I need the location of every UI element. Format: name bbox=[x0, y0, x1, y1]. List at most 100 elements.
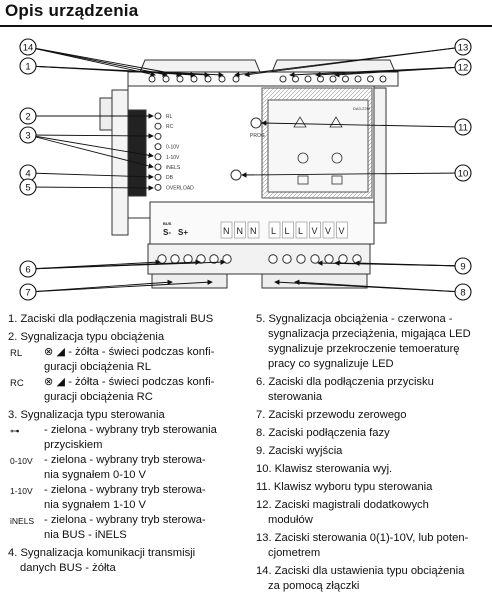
terminal-label-box bbox=[220, 221, 233, 239]
terminal-label: S- bbox=[163, 228, 171, 237]
top-screw bbox=[379, 75, 387, 83]
list-item-6-a: 6. Zaciski dla podłączenia przycisku bbox=[256, 376, 434, 388]
top-screw bbox=[279, 75, 287, 83]
callout-circle bbox=[454, 58, 472, 76]
callout-number: 3 bbox=[25, 131, 30, 142]
terminal-label-box bbox=[268, 221, 281, 239]
list-item-3: 3. Sygnalizacja typu sterowania bbox=[8, 409, 165, 421]
top-screw bbox=[232, 75, 240, 83]
callout-circle bbox=[454, 257, 472, 275]
v010-label: 0-10V bbox=[10, 456, 33, 466]
status-led bbox=[154, 163, 162, 171]
push-text-a: - zielona - wybrany tryb sterowania bbox=[44, 424, 217, 436]
list-item-13-b: cjometrem bbox=[268, 547, 321, 559]
inels-text-b: nia BUS - iNELS bbox=[44, 529, 127, 541]
bottom-screw bbox=[338, 254, 348, 264]
callout-leader bbox=[354, 260, 464, 267]
top-screw bbox=[162, 75, 170, 83]
led-label: RC bbox=[166, 124, 174, 130]
callout-leader bbox=[244, 46, 464, 78]
panel-code: DA3-22M bbox=[353, 106, 370, 111]
list-item-14-a: 14. Zaciski dla ustawienia typu obciążen… bbox=[256, 565, 465, 577]
callout-circle bbox=[454, 164, 472, 182]
output-button bbox=[230, 169, 242, 181]
callout-number: 2 bbox=[25, 112, 30, 123]
top-screw bbox=[317, 75, 324, 83]
list-item-10: 10. Klawisz sterowania wyj. bbox=[256, 463, 393, 475]
status-led bbox=[154, 143, 162, 151]
rl-row: RL ⊗ ◢ - żółta - świeci podczas konfi-gu… bbox=[8, 345, 250, 375]
callout-circle bbox=[454, 283, 472, 301]
bottom-screw bbox=[268, 254, 278, 264]
inels-row: iNELS - zielona - wybrany tryb sterowa-n… bbox=[8, 513, 250, 543]
terminal-label: S+ bbox=[178, 228, 188, 237]
v110-label: 1-10V bbox=[10, 486, 33, 496]
top-screw bbox=[304, 75, 312, 83]
device-body bbox=[99, 59, 399, 289]
list-item-4-b: danych BUS - żółta bbox=[20, 562, 116, 574]
title-underline bbox=[0, 25, 492, 27]
terminal-label-box bbox=[309, 221, 321, 239]
callout-leader bbox=[27, 279, 213, 293]
terminal-label: BUS bbox=[163, 221, 172, 226]
v110-text-a: - zielona - wybrany tryb sterowa- bbox=[44, 484, 206, 496]
push-text-b: przyciskiem bbox=[44, 439, 103, 451]
terminal-letter: N bbox=[223, 226, 230, 236]
list-item-6-b: sterowania bbox=[268, 391, 323, 403]
list-item-5-d: pracy co sygnalizuje LED bbox=[268, 358, 394, 370]
list-item-9: 9. Zaciski wyjścia bbox=[256, 445, 343, 457]
top-screw bbox=[190, 75, 198, 83]
rl-label: RL bbox=[10, 348, 23, 359]
top-screw bbox=[148, 75, 156, 83]
callout-circle bbox=[19, 178, 37, 196]
callout-number: 5 bbox=[25, 183, 30, 194]
list-item-14-b: za pomocą złączki bbox=[268, 580, 360, 592]
inels-label: iNELS bbox=[10, 516, 35, 526]
inels-text-a: - zielona - wybrany tryb sterowa- bbox=[44, 514, 206, 526]
callout-leader bbox=[261, 120, 464, 128]
terminal-letter: V bbox=[325, 226, 331, 236]
led-label: iNELS bbox=[166, 165, 181, 171]
prog-button bbox=[250, 117, 262, 129]
terminal-label-box bbox=[336, 221, 348, 239]
list-item-13-a: 13. Zaciski sterowania 0(1)-10V, lub pot… bbox=[256, 532, 469, 544]
top-screw bbox=[218, 75, 226, 83]
list-item-5-b: sygnalizacja przeciążenia, migająca LED bbox=[268, 328, 471, 340]
terminal-letter: V bbox=[312, 226, 318, 236]
list-item-5: 5. Sygnalizacja obciążenia - czerwona - s… bbox=[256, 312, 490, 372]
bottom-screw bbox=[282, 254, 292, 264]
bottom-screw bbox=[352, 254, 362, 264]
top-screw bbox=[176, 75, 184, 83]
top-screw bbox=[367, 75, 374, 83]
list-item-8: 8. Zaciski podłączenia fazy bbox=[256, 427, 390, 439]
led-label: RL bbox=[166, 114, 173, 120]
rc-text-b: guracji obciążenia RC bbox=[44, 391, 153, 403]
top-screw bbox=[204, 75, 212, 83]
status-led bbox=[154, 173, 162, 181]
push-button-icon: ⊶ bbox=[10, 426, 20, 437]
list-item-5-a: 5. Sygnalizacja obciążenia - czerwona - bbox=[256, 313, 453, 325]
callout-number: 7 bbox=[25, 288, 30, 299]
rc-label: RC bbox=[10, 378, 24, 389]
led-label: 0-10V bbox=[166, 145, 180, 151]
terminal-letter: V bbox=[339, 226, 345, 236]
callout-leader bbox=[27, 185, 154, 191]
terminal-label-box bbox=[234, 221, 246, 239]
v110-row: 1-10V - zielona - wybrany tryb sterowa-n… bbox=[8, 483, 250, 513]
callout-circle bbox=[454, 38, 472, 56]
list-item-11: 11. Klawisz wyboru typu sterowania bbox=[256, 481, 433, 493]
terminal-letter: L bbox=[285, 226, 290, 236]
list-item-5-c: sygnalizuje przekroczenie temoeraturę bbox=[268, 343, 460, 355]
rc-text-a: - żółta - świeci podczas konfi- bbox=[68, 376, 215, 388]
terminal-label-box bbox=[295, 221, 308, 239]
led-label: OVERLOAD bbox=[166, 185, 194, 191]
callout-circle bbox=[19, 126, 37, 144]
v010-row: 0-10V - zielona - wybrany tryb sterowa-n… bbox=[8, 453, 250, 483]
callout-number: 1 bbox=[25, 62, 30, 73]
v010-text-b: nia sygnałem 0-10 V bbox=[44, 469, 146, 481]
callout-number: 12 bbox=[458, 63, 469, 74]
callout-circle bbox=[19, 107, 37, 125]
rc-row: RC ⊗ ◢ - żółta - świeci podczas konfi-gu… bbox=[8, 375, 250, 405]
